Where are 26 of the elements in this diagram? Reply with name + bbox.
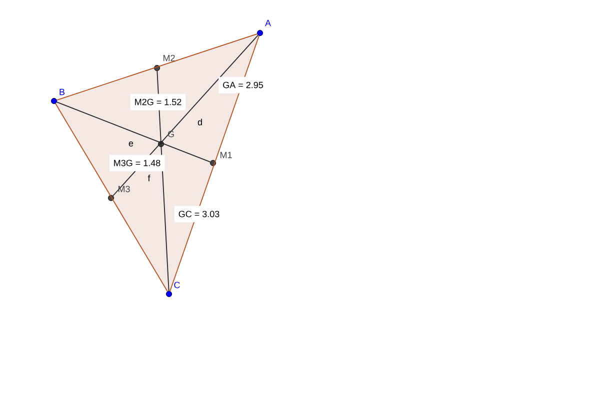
point-label: M3 bbox=[118, 186, 130, 192]
line-name: d bbox=[198, 118, 202, 126]
line-segment bbox=[56, 102, 211, 162]
point bbox=[154, 64, 160, 72]
line-name: e bbox=[128, 142, 134, 146]
measurement-label: M3G = 1.48 bbox=[109, 154, 165, 172]
point-label: B bbox=[60, 88, 65, 96]
line-segment bbox=[55, 103, 168, 292]
measurement-label: M2G = 1.52 bbox=[130, 94, 186, 110]
line-segment bbox=[112, 34, 258, 196]
measurement-label: GC = 3.03 bbox=[174, 206, 224, 222]
point bbox=[210, 160, 216, 166]
point-label: M2 bbox=[164, 54, 175, 62]
point-label: G bbox=[168, 130, 174, 138]
line-segment bbox=[56, 34, 258, 100]
point-label: A bbox=[265, 20, 271, 26]
point bbox=[166, 290, 172, 298]
point bbox=[50, 98, 58, 104]
point bbox=[256, 30, 264, 36]
point bbox=[108, 194, 114, 202]
point-label: C bbox=[174, 282, 180, 288]
line-segment bbox=[170, 35, 260, 292]
line-name: f bbox=[148, 174, 150, 182]
point-label: M1 bbox=[220, 152, 232, 158]
measurement-label: GA = 2.95 bbox=[218, 76, 268, 94]
point bbox=[158, 140, 164, 148]
